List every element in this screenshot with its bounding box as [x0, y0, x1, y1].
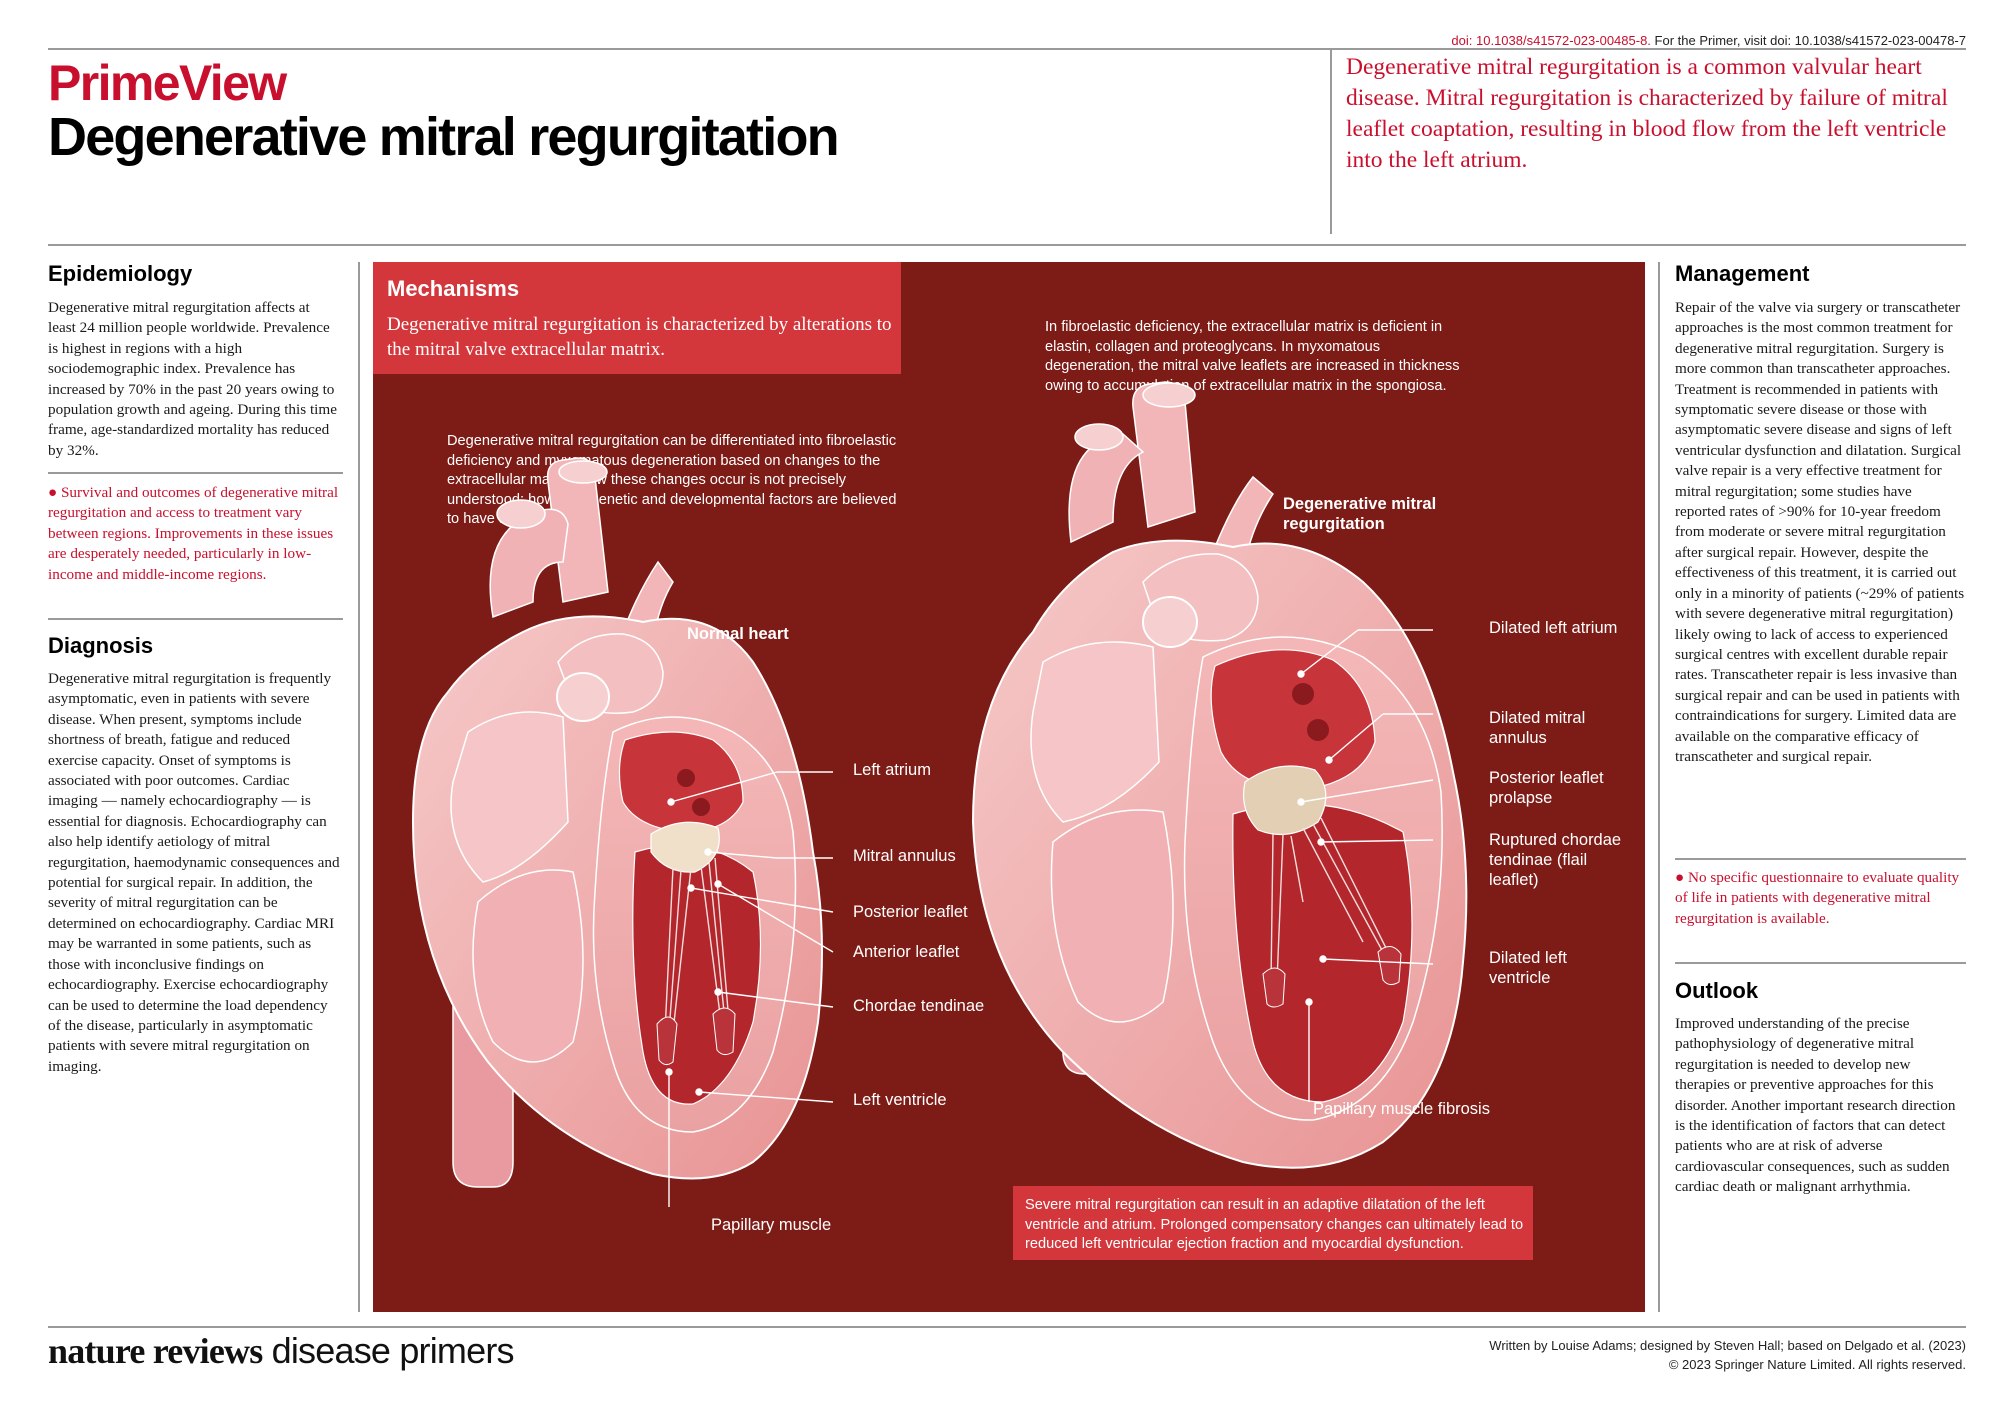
label-posterior-leaflet: Posterior leaflet — [853, 903, 968, 921]
epidemiology-note: ● Survival and outcomes of degenerative … — [48, 484, 339, 583]
header-divider — [1330, 48, 1332, 234]
normal-heart-title: Normal heart — [687, 625, 789, 643]
mechanisms-header-box: Mechanisms Degenerative mitral regurgita… — [373, 262, 901, 374]
label-anterior-leaflet: Anterior leaflet — [853, 943, 960, 961]
label-ruptured-chordae: Ruptured chordae tendinae (flail leaflet… — [1489, 831, 1622, 889]
label-papillary-muscle: Papillary muscle — [711, 1216, 832, 1234]
label-mitral-annulus: Mitral annulus — [853, 847, 956, 865]
credit-line: Written by Louise Adams; designed by Ste… — [1489, 1338, 1966, 1353]
diagnosis-heading: Diagnosis — [48, 633, 154, 658]
label-left-ventricle: Left ventricle — [853, 1091, 947, 1109]
left-column-divider — [358, 262, 360, 1312]
dmr-heart-title: Degenerative mitral regurgitation — [1283, 495, 1437, 533]
management-rule — [1675, 858, 1966, 860]
mechanisms-subheading: Degenerative mitral regurgitation is cha… — [387, 314, 892, 360]
label-chordae-tendinae: Chordae tendinae — [853, 997, 985, 1015]
diagnosis-rule — [48, 618, 343, 620]
top-rule — [48, 48, 1966, 50]
label-dilated-left-atrium: Dilated left atrium — [1489, 619, 1618, 637]
page-title: Degenerative mitral regurgitation — [48, 107, 840, 167]
mechanisms-text-right: In fibroelastic deficiency, the extracel… — [1045, 319, 1460, 394]
right-column-divider — [1658, 262, 1660, 1312]
label-dilated-mitral-annulus: Dilated mitral annulus — [1489, 709, 1586, 747]
heart-illustrations — [411, 381, 1468, 1207]
epidemiology-heading: Epidemiology — [48, 261, 193, 286]
intro-text: Degenerative mitral regurgitation is a c… — [1346, 54, 1948, 173]
management-note: ● No specific questionnaire to evaluate … — [1675, 869, 1960, 927]
copyright-line: © 2023 Springer Nature Limited. All righ… — [1668, 1357, 1966, 1372]
logo-bold-text: nature reviews — [48, 1331, 263, 1371]
outlook-body: Improved understanding of the precise pa… — [1675, 1015, 1956, 1196]
epidemiology-body: Degenerative mitral regurgitation affect… — [48, 299, 337, 459]
footer-rule — [48, 1326, 1966, 1328]
severe-mr-note-box: Severe mitral regurgitation can result i… — [1013, 1186, 1533, 1260]
management-heading: Management — [1675, 261, 1810, 286]
mechanisms-heading: Mechanisms — [387, 276, 520, 301]
severe-mr-note: Severe mitral regurgitation can result i… — [1025, 1197, 1524, 1253]
doi-primer[interactable]: For the Primer, visit doi: 10.1038/s4157… — [1650, 33, 1966, 48]
outlook-heading: Outlook — [1675, 978, 1759, 1003]
outlook-rule — [1675, 962, 1966, 964]
diagnosis-body: Degenerative mitral regurgitation is fre… — [48, 670, 340, 1075]
normal-heart-illustration — [411, 457, 834, 1207]
nature-reviews-logo: nature reviews disease primers — [48, 1330, 515, 1372]
mechanisms-panel: Mechanisms Degenerative mitral regurgita… — [373, 262, 1645, 1312]
epidemiology-rule — [48, 472, 343, 474]
management-body: Repair of the valve via surgery or trans… — [1675, 299, 1965, 765]
logo-light-text: disease primers — [262, 1330, 515, 1371]
doi-line: doi: 10.1038/s41572-023-00485-8. For the… — [1100, 33, 1966, 48]
label-papillary-muscle-fibrosis: Papillary muscle fibrosis — [1313, 1100, 1490, 1118]
credit-block: Written by Louise Adams; designed by Ste… — [1300, 1336, 1966, 1374]
header-rule — [48, 244, 1966, 246]
label-dilated-left-ventricle: Dilated left ventricle — [1489, 949, 1567, 987]
label-left-atrium: Left atrium — [853, 761, 931, 779]
doi-article[interactable]: doi: 10.1038/s41572-023-00485-8. — [1451, 33, 1651, 48]
label-posterior-leaflet-prolapse: Posterior leaflet prolapse — [1489, 769, 1604, 807]
dmr-heart-illustration — [971, 381, 1468, 1169]
brand-title: PrimeView — [48, 55, 287, 111]
